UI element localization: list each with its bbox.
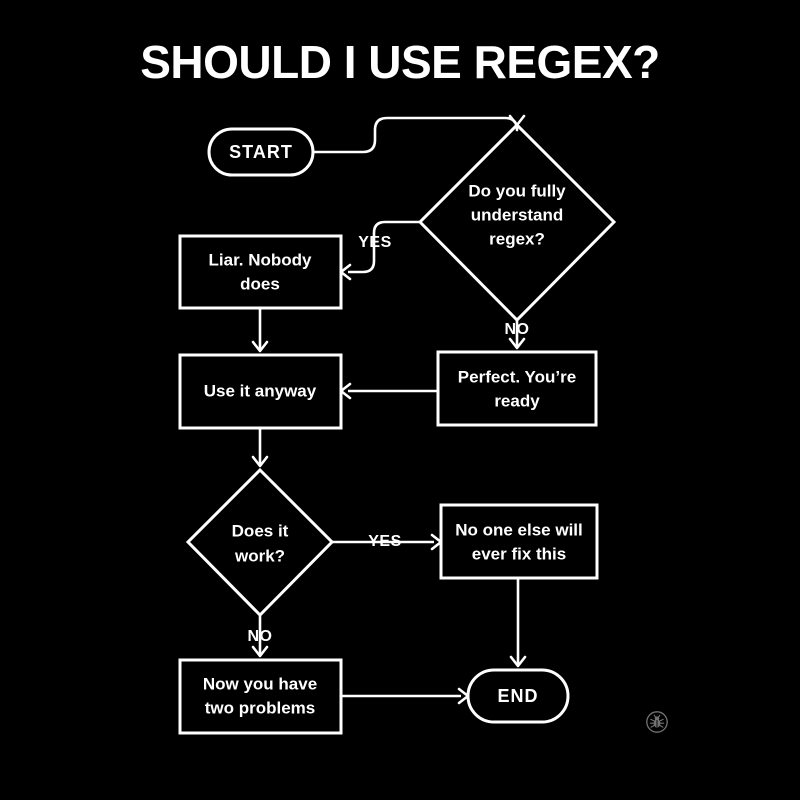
- edge-understand-no-to-perfect: NO: [505, 320, 530, 350]
- edge-label-understand-no: NO: [505, 321, 530, 338]
- node-start-label: START: [229, 142, 293, 162]
- node-liar-nobody-does-shape: [178, 234, 343, 310]
- node-understand-regex-line2: understand: [471, 205, 564, 224]
- arrowhead-icon: [251, 340, 269, 353]
- node-start[interactable]: START: [207, 127, 315, 177]
- edge-start-to-understand: [313, 114, 526, 154]
- node-no-one-else-shape: [439, 503, 599, 580]
- arrowhead-icon: [251, 645, 269, 658]
- edge-work-yes-to-no-one-else: YES: [332, 533, 443, 551]
- node-end[interactable]: END: [466, 668, 570, 724]
- edge-work-no-to-two-problems: NO: [248, 615, 273, 658]
- node-start-shape: [207, 127, 315, 177]
- node-understand-regex-line3: regex?: [489, 229, 545, 248]
- edge-liar-to-use-anyway: [251, 308, 269, 353]
- edge-two-problems-to-end: [341, 687, 470, 705]
- edge-label-understand-yes: YES: [358, 234, 392, 251]
- node-liar-nobody-does[interactable]: Liar. Nobody does: [178, 234, 343, 310]
- node-no-one-else-line2: ever fix this: [472, 544, 567, 563]
- node-no-one-else-line1: No one else will: [455, 520, 583, 539]
- node-two-problems-line1: Now you have: [203, 674, 317, 693]
- arrowhead-icon: [251, 455, 269, 468]
- arrowhead-icon: [509, 655, 527, 668]
- node-does-it-work-line2: work?: [234, 546, 285, 565]
- node-understand-regex-line1: Do you fully: [468, 181, 566, 200]
- node-does-it-work-line1: Does it: [232, 521, 289, 540]
- node-does-it-work-shape: [185, 467, 335, 618]
- bug-in-circle-icon: [646, 711, 668, 733]
- edge-understand-yes-to-liar: YES: [339, 220, 419, 281]
- node-does-it-work[interactable]: Does it work?: [185, 467, 335, 618]
- node-perfect-youre-ready-line1: Perfect. You’re: [458, 367, 576, 386]
- node-perfect-youre-ready-line2: ready: [494, 391, 540, 410]
- node-use-it-anyway-line1: Use it anyway: [204, 381, 317, 400]
- node-end-label: END: [497, 686, 538, 706]
- node-liar-nobody-does-line1: Liar. Nobody: [209, 250, 313, 269]
- node-use-it-anyway[interactable]: Use it anyway: [178, 353, 343, 430]
- node-understand-regex[interactable]: Do you fully understand regex?: [417, 122, 617, 323]
- edge-label-work-yes: YES: [368, 533, 402, 550]
- node-no-one-else-will-ever-fix-this[interactable]: No one else will ever fix this: [439, 503, 599, 580]
- node-liar-nobody-does-line2: does: [240, 274, 280, 293]
- node-two-problems-shape: [178, 658, 343, 735]
- node-end-shape: [466, 668, 570, 724]
- edge-no-one-else-to-end: [509, 578, 527, 668]
- edge-label-work-no: NO: [248, 628, 273, 645]
- edge-perfect-to-use-anyway: [339, 382, 438, 400]
- arrowhead-icon: [508, 337, 526, 350]
- node-understand-regex-shape: [417, 122, 617, 323]
- edge-use-anyway-to-does-it-work: [251, 428, 269, 468]
- node-two-problems-line2: two problems: [205, 698, 316, 717]
- node-use-it-anyway-shape: [178, 353, 343, 430]
- node-two-problems[interactable]: Now you have two problems: [178, 658, 343, 735]
- page-title: SHOULD I USE REGEX?: [140, 36, 660, 88]
- node-perfect-youre-ready[interactable]: Perfect. You’re ready: [436, 350, 598, 427]
- node-perfect-youre-ready-shape: [436, 350, 598, 427]
